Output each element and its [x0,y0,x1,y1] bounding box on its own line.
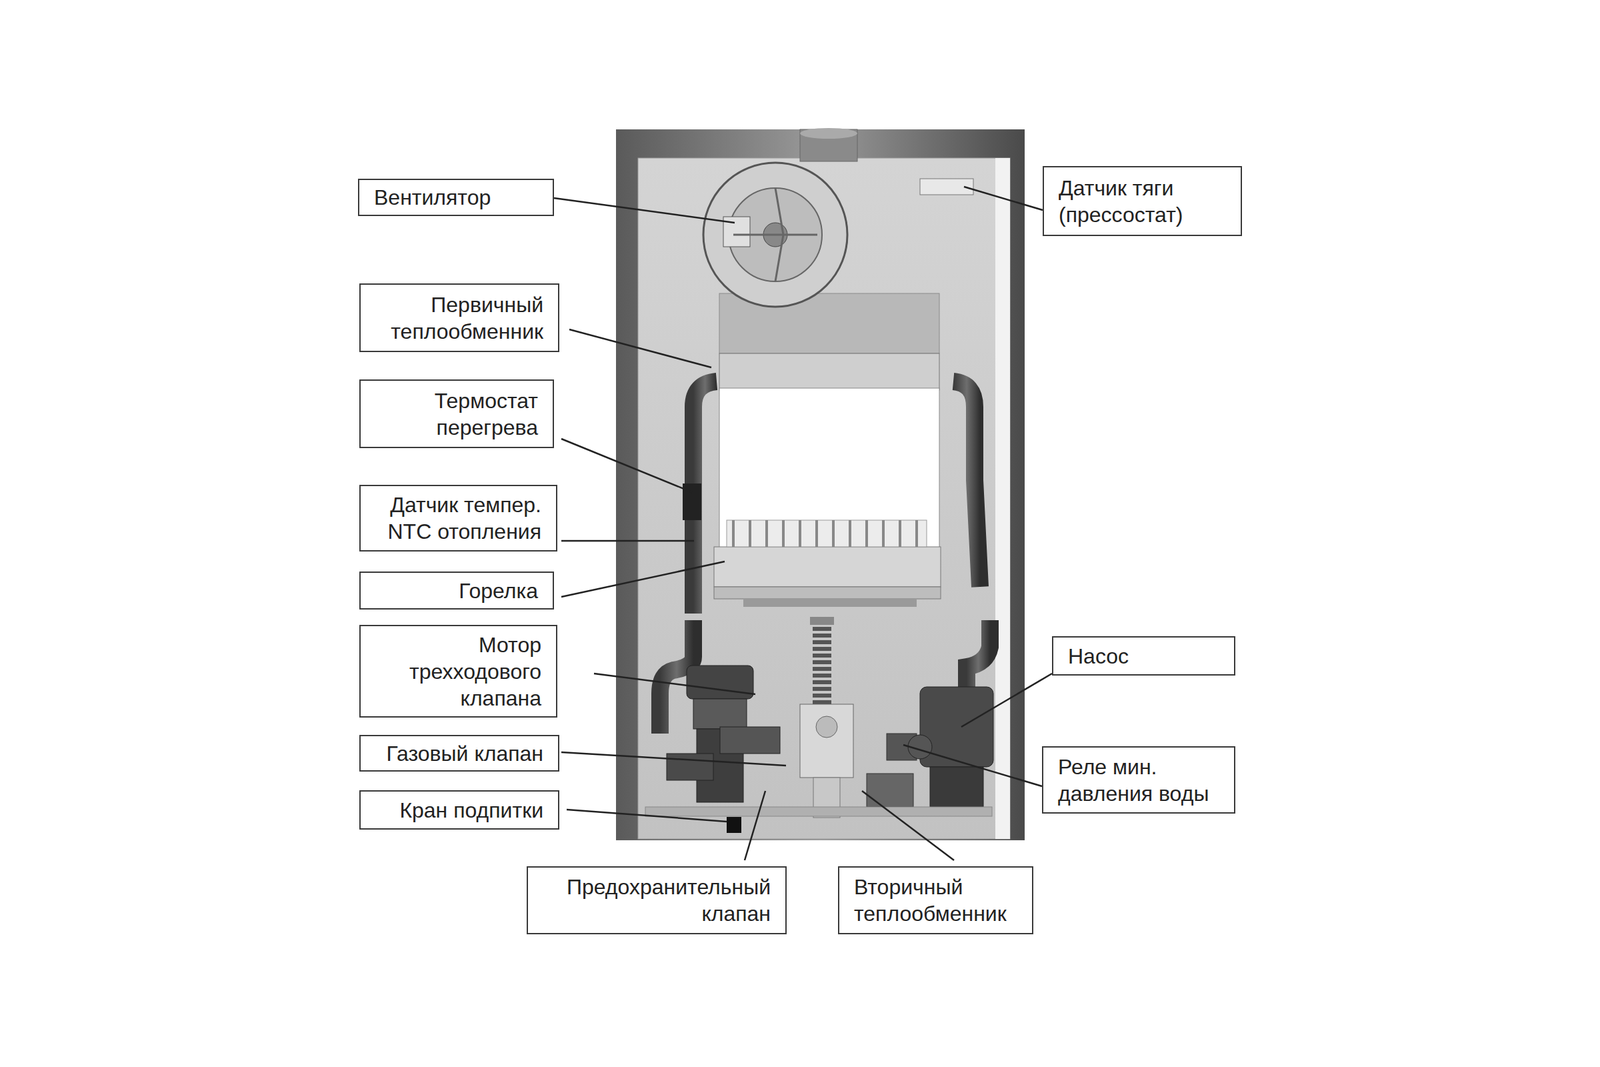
callout-text: Датчик темпер. NTC отопления [375,491,542,545]
callout-text: Первичный теплообменник [375,291,544,345]
callout-text: Горелка [375,577,538,604]
pipes [660,381,990,734]
primary-exchanger [719,353,940,390]
callout-box: Вентилятор [358,178,554,216]
callout-box: Мотор трехходового клапана [359,624,558,718]
callout-box: Датчик тяги (прессостат) [1042,166,1242,236]
callout-box: Насос [1052,636,1236,676]
callout-text: Вторичный теплообменник [854,873,1018,927]
callout-text: Предохранительный клапан [542,873,771,927]
callout-text: Вентилятор [374,184,538,211]
callout-text: Термостат перегрева [375,387,538,441]
gas-valve [800,704,854,818]
bottom-bar [645,806,992,816]
fan [703,162,848,307]
callout-box: Горелка [359,571,554,610]
callout-text: Насос [1068,642,1220,670]
callout-text: Кран подпитки [375,796,544,824]
back-panel [638,158,1010,839]
callout-text: Датчик тяги (прессостат) [1058,174,1226,228]
casing [616,129,1025,840]
callout-text: Мотор трехходового клапана [375,631,542,712]
fill-tap [726,816,742,833]
callout-text: Газовый клапан [375,740,544,767]
flue-top [800,128,858,139]
callout-text: Реле мин. давления воды [1058,753,1220,807]
callout-box: Газовый клапан [359,734,560,772]
callout-box: Термостат перегрева [359,379,554,448]
leader-lines [554,186,1052,860]
callout-box: Первичный теплообменник [359,283,560,352]
callout-box: Предохранительный клапан [526,866,787,934]
burner [714,520,941,607]
callout-box: Датчик темпер. NTC отопления [359,484,558,552]
pump [908,686,994,807]
callout-box: Кран подпитки [359,790,560,830]
side-strip [995,158,1010,839]
callout-box: Вторичный теплообменник [838,866,1034,934]
callout-box: Реле мин. давления воды [1042,746,1236,814]
